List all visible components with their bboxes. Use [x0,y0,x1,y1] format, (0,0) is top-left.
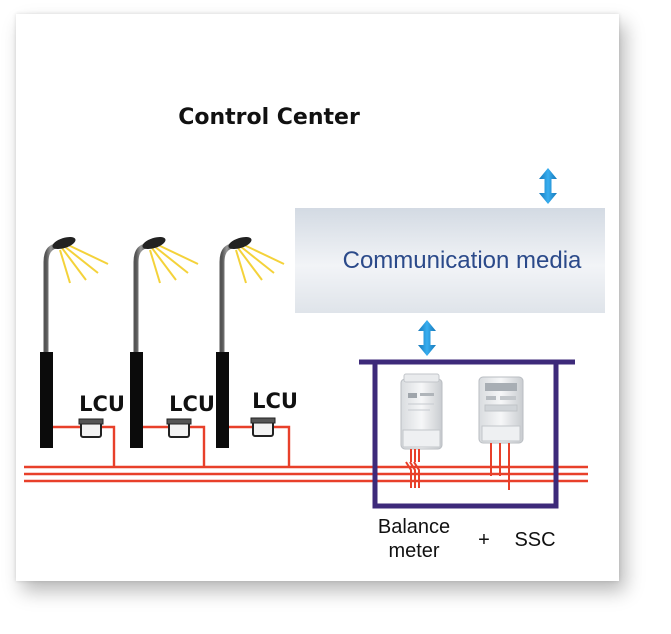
balance-meter-icon [400,373,443,450]
power-lines [24,465,588,483]
light-rays-icon [149,243,199,284]
pole-base [130,352,143,448]
lcu-label: LCU [252,389,298,413]
lcu-device-icon [78,418,104,438]
balance-meter-wiring [405,449,420,488]
pole-base [216,352,229,448]
light-rays-icon [235,243,285,284]
lcu-device-icon [166,418,192,438]
street-light-1: LCU [40,236,125,468]
ssc-device-icon [478,376,524,444]
lcu-device-icon [250,417,276,437]
ssc-label: SSC [514,529,555,551]
ssc-wiring [490,443,510,490]
balance-meter-label-line1: Balance [378,516,450,538]
lamp-head-icon [142,236,166,250]
plus-sign: + [478,529,490,551]
light-rays-icon [59,243,109,284]
lamp-head-icon [52,236,76,250]
meter-link-arrow-icon [418,320,436,356]
street-light-2: LCU [130,236,215,468]
communication-media-label: Communication media [343,247,582,274]
lcu-label: LCU [79,392,125,416]
communication-media-box [295,208,605,313]
control-center-title: Control Center [178,105,360,130]
lcu-label: LCU [169,392,215,416]
lamp-head-icon [228,236,252,250]
street-light-3: LCU [216,236,298,468]
balance-meter-label-line2: meter [388,540,439,562]
pole-base [40,352,53,448]
control-center-link-arrow-icon [539,168,557,204]
meter-enclosure [359,359,575,509]
